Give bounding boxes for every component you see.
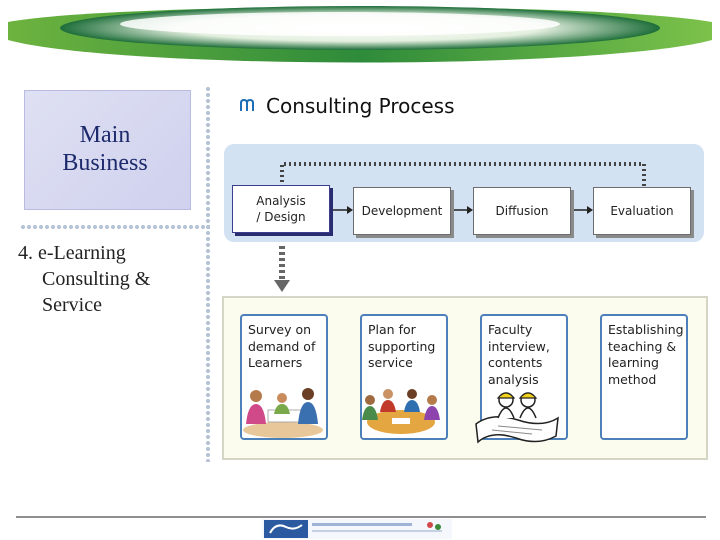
detail-text: Faculty interview, contents analysis bbox=[488, 322, 550, 387]
side-item-line-2: Consulting & bbox=[42, 268, 151, 290]
dotted-divider-horizontal bbox=[20, 224, 210, 230]
title-line-1: Main bbox=[79, 122, 131, 148]
footer-divider bbox=[16, 516, 706, 518]
engineers-blueprint-illustration bbox=[475, 392, 559, 444]
dotted-divider-vertical bbox=[205, 86, 211, 462]
detail-establishing: Establishing teaching & learning method bbox=[600, 314, 688, 440]
side-item-line-1: 4. e-Learning bbox=[18, 242, 126, 264]
main-business-title: Main Business bbox=[25, 121, 185, 177]
main-business-box: Main Business bbox=[24, 90, 191, 210]
stage-diffusion: Diffusion bbox=[473, 187, 571, 235]
stage-analysis-design: Analysis / Design bbox=[232, 185, 330, 233]
side-bullet-item: 4. e-Learning Consulting & Service bbox=[18, 240, 188, 318]
section-heading: Consulting Process bbox=[266, 94, 455, 118]
detail-text: Survey on demand of Learners bbox=[248, 322, 316, 370]
stage-label: Evaluation bbox=[610, 204, 674, 218]
stage-label: Development bbox=[361, 204, 443, 218]
stage-development: Development bbox=[353, 187, 451, 235]
detail-text: Establishing teaching & learning method bbox=[608, 322, 684, 387]
header-banner bbox=[8, 6, 712, 63]
stage-label: Diffusion bbox=[495, 204, 549, 218]
meeting-people-illustration bbox=[243, 388, 323, 438]
group-discussion-illustration bbox=[362, 389, 440, 434]
title-line-2: Business bbox=[62, 150, 148, 176]
detail-text: Plan for supporting service bbox=[368, 322, 436, 370]
footer-logo bbox=[262, 519, 452, 539]
stage-evaluation: Evaluation bbox=[593, 187, 691, 235]
side-item-line-3: Service bbox=[42, 294, 102, 316]
stage-label: Analysis / Design bbox=[256, 194, 306, 224]
bullet-icon bbox=[240, 98, 254, 111]
